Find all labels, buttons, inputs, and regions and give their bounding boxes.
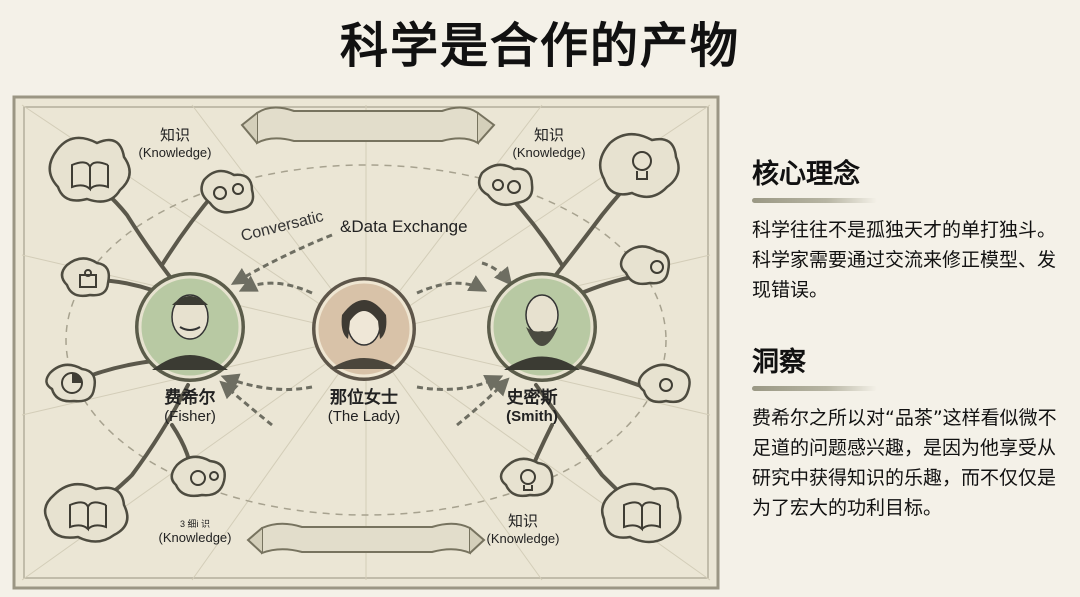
collaboration-diagram: Conversatic &Data Exchange 知识 (Knowledge… — [12, 95, 720, 590]
person-name-en: (Smith) — [482, 408, 582, 426]
medallion-fisher — [135, 272, 245, 382]
person-name-en: (Fisher) — [140, 408, 240, 426]
heading-underline — [752, 198, 877, 203]
knowledge-label-top-right: 知识 (Knowledge) — [504, 127, 594, 161]
bottom-banner — [262, 524, 470, 553]
medallion-smith — [487, 272, 597, 382]
core-concept-section: 核心理念 科学往往不是孤独天才的单打独斗。科学家需要通过交流来修正模型、发现错误… — [752, 152, 1072, 305]
core-concept-body: 科学往往不是孤独天才的单打独斗。科学家需要通过交流来修正模型、发现错误。 — [752, 215, 1072, 305]
person-label-smith: 史密斯 (Smith) — [482, 388, 582, 426]
knowledge-label-en: (Knowledge) — [478, 531, 568, 547]
knowledge-label-en: (Knowledge) — [150, 530, 240, 546]
knowledge-label-top-left: 知识 (Knowledge) — [130, 127, 220, 161]
person-name-en: (The Lady) — [309, 408, 419, 426]
insight-body: 费希尔之所以对“品茶”这样看似微不足道的问题感兴趣，是因为他享受从研究中获得知识… — [752, 403, 1072, 523]
knowledge-label-zh: 知识 — [504, 127, 594, 145]
insight-section: 洞察 费希尔之所以对“品茶”这样看似微不足道的问题感兴趣，是因为他享受从研究中获… — [752, 340, 1072, 523]
core-concept-heading: 核心理念 — [752, 152, 1072, 191]
knowledge-label-en: (Knowledge) — [130, 145, 220, 161]
person-name-zh: 史密斯 — [482, 388, 582, 408]
insight-heading: 洞察 — [752, 340, 1072, 379]
knowledge-label-zh: 知识 — [130, 127, 220, 145]
knowledge-label-bottom-left: 3 细i 识 (Knowledge) — [150, 519, 240, 545]
page-title: 科学是合作的产物 — [0, 6, 1080, 76]
knowledge-label-en: (Knowledge) — [504, 145, 594, 161]
person-name-zh: 费希尔 — [140, 388, 240, 408]
knowledge-label-zh: 3 细i 识 — [150, 519, 240, 530]
heading-underline — [752, 386, 877, 391]
person-label-lady: 那位女士 (The Lady) — [309, 388, 419, 426]
knowledge-label-zh: 知识 — [478, 513, 568, 531]
exchange-label: &Data Exchange — [340, 217, 468, 237]
person-name-zh: 那位女士 — [309, 388, 419, 408]
medallion-lady — [312, 277, 416, 381]
person-label-fisher: 费希尔 (Fisher) — [140, 388, 240, 426]
knowledge-label-bottom-right: 知识 (Knowledge) — [478, 513, 568, 547]
diagram-illustration — [12, 95, 720, 590]
top-banner — [257, 107, 478, 143]
